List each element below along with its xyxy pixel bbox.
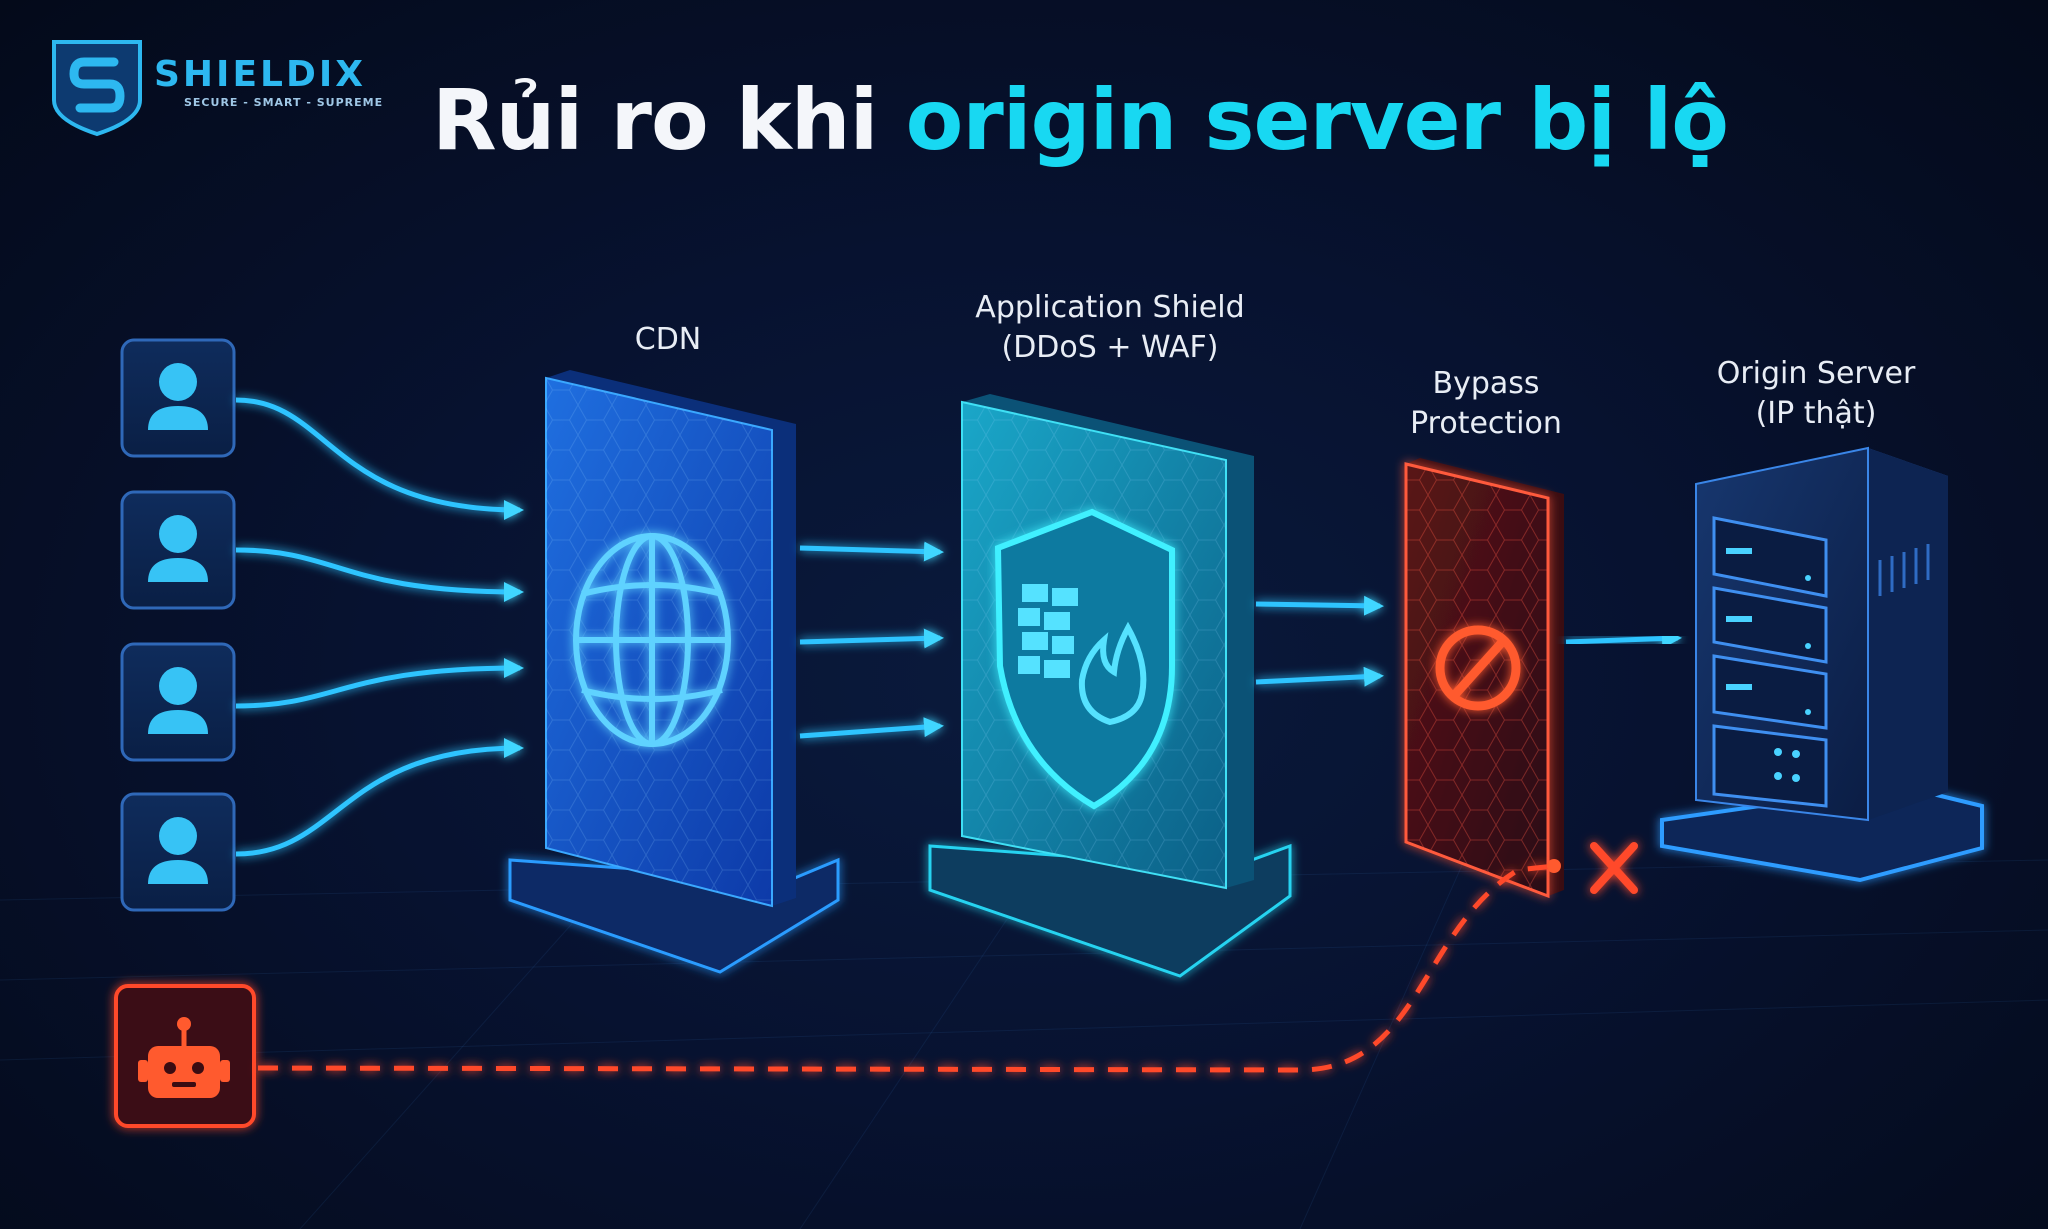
prohibited-icon: [1435, 625, 1521, 711]
shieldix-logo-icon: [52, 40, 142, 137]
bypass-panel: [1404, 458, 1564, 899]
robot-icon: [114, 984, 256, 1128]
server-rack-icon: [1712, 516, 1930, 808]
logo-mark-space: [54, 36, 140, 132]
title-plain: Rủi ro khi: [432, 71, 906, 169]
attack-path: [257, 863, 1555, 1073]
user-flows: [235, 397, 524, 857]
shield-label: Application Shield (DDoS + WAF): [900, 288, 1320, 368]
shield-label-line2: (DDoS + WAF): [1001, 330, 1219, 365]
brand-name: SHIELDIX: [154, 54, 367, 95]
attack-path-endpoint: [1547, 859, 1561, 873]
shield-label-line1: Application Shield: [975, 290, 1245, 325]
cdn-to-shield-flows: [799, 541, 944, 739]
page-title: Rủi ro khi origin server bị lộ: [432, 78, 1729, 162]
brand-tagline: SECURE - SMART - SUPREME: [184, 96, 384, 109]
shield-firewall-fire-icon: [994, 508, 1175, 810]
user-icon: [120, 338, 236, 458]
bypass-label: Bypass Protection: [1386, 364, 1586, 444]
user-boxes: [120, 338, 236, 912]
user-icon: [120, 642, 236, 762]
origin-label-line2: (IP thật): [1755, 396, 1877, 431]
user-icon: [120, 490, 236, 610]
bypass-label-line2: Protection: [1410, 406, 1562, 441]
globe-icon: [573, 533, 731, 747]
cdn-panel: [508, 370, 840, 974]
shield-to-bypass-flows: [1255, 595, 1384, 687]
brand-logo: SHIELDIX SECURE - SMART - SUPREME: [54, 36, 414, 136]
bypass-to-origin-flow: [1565, 628, 1682, 649]
x-mark-icon: [1590, 842, 1638, 894]
bypass-label-line1: Bypass: [1432, 366, 1540, 401]
shield-panel: [928, 394, 1292, 978]
title-accent: origin server bị lộ: [905, 71, 1729, 169]
user-icon: [120, 792, 236, 912]
cdn-label: CDN: [634, 322, 702, 357]
origin-label: Origin Server (IP thật): [1686, 354, 1946, 434]
origin-label-line1: Origin Server: [1716, 356, 1916, 391]
origin-server: [1660, 446, 1984, 883]
